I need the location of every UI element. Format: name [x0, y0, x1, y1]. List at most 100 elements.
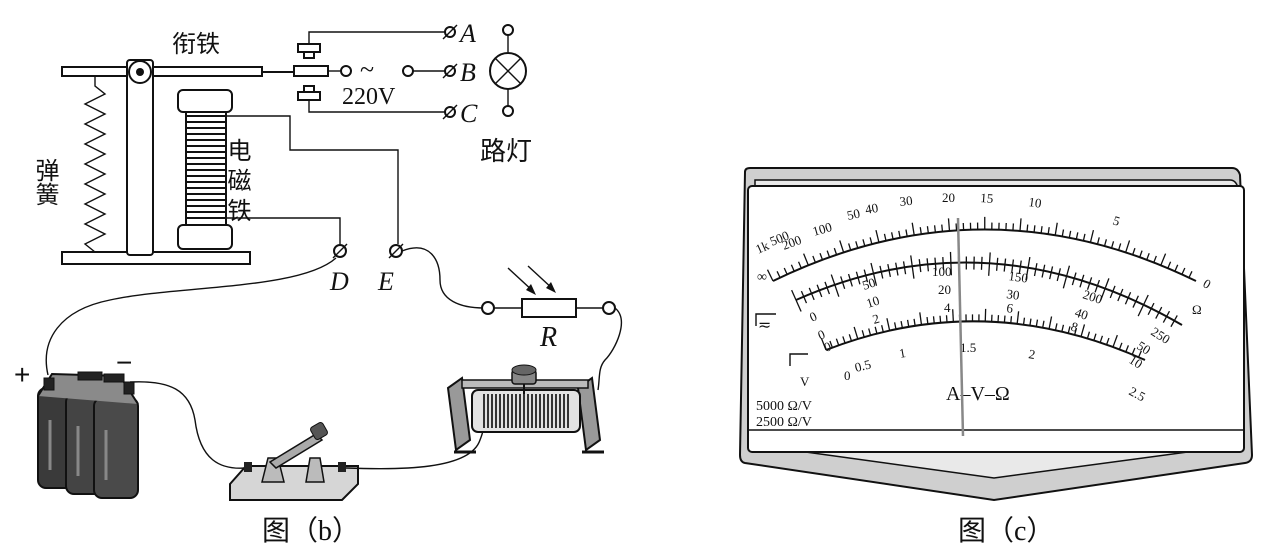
- svg-text:2: 2: [871, 311, 881, 327]
- scale-tick: [995, 263, 998, 271]
- scale-tick: [1100, 288, 1106, 301]
- svg-text:150: 150: [1008, 268, 1029, 286]
- scale-tick: [1160, 253, 1167, 266]
- svg-text:30: 30: [899, 193, 913, 209]
- scale-tick: [830, 274, 836, 285]
- scale-tick: [839, 240, 845, 253]
- meter-face: [747, 185, 1245, 453]
- street-lamp: [489, 24, 527, 117]
- scale-tick: [1027, 256, 1031, 268]
- scale-tick: [1112, 334, 1118, 348]
- scale-tick: [1025, 267, 1029, 281]
- scale-tick: [841, 281, 846, 290]
- scale-tick: [1103, 239, 1108, 247]
- scale-tick: [829, 340, 833, 348]
- scale-tick: [1089, 277, 1093, 284]
- scale-tick: [933, 225, 937, 233]
- scale-tick: [1042, 264, 1046, 271]
- scale-tick: [790, 264, 795, 272]
- scale-tick: [1093, 333, 1097, 341]
- scale-tick: [1080, 324, 1086, 337]
- scale-tick: [1033, 225, 1036, 233]
- scale-tick: [1112, 285, 1116, 292]
- scale-tick: [1147, 308, 1152, 316]
- scale-tick: [932, 316, 935, 324]
- scale-tick: [803, 296, 808, 304]
- scale-tick: [1061, 229, 1065, 237]
- scale-tick: [1162, 316, 1168, 323]
- switch-contacts: [293, 43, 329, 101]
- scale-tick: [1082, 233, 1086, 241]
- scale-tick: [900, 320, 904, 329]
- scale-tick: [869, 237, 873, 245]
- scale-tick: [1118, 342, 1123, 350]
- scale-tick: [1104, 278, 1110, 289]
- scale-tick: [1079, 280, 1083, 288]
- scale-tick: [800, 290, 805, 297]
- scale-tick: [1003, 264, 1006, 272]
- svg-text:4: 4: [944, 300, 951, 315]
- relay-circuit-diagram: 弹簧 衔铁 电磁铁 ~ 220V: [14, 19, 622, 547]
- scale-tick: [895, 262, 898, 269]
- scale-tick: [1138, 350, 1142, 358]
- scale-tick: [848, 334, 853, 342]
- scale-tick: [1096, 237, 1100, 245]
- scale-tick: [911, 266, 915, 279]
- svg-text:0: 0: [844, 368, 851, 383]
- scale-tick: [911, 222, 915, 236]
- scale-tick: [988, 263, 991, 276]
- scale-tick: [812, 255, 816, 263]
- scale-tick: [881, 325, 884, 333]
- scale-tick: [1132, 300, 1137, 308]
- scale-tick: [1058, 268, 1061, 275]
- scale-tick: [1167, 261, 1172, 269]
- ohm-unit: Ω: [1192, 302, 1202, 317]
- scale-tick: [783, 267, 788, 275]
- scale-tick: [1048, 316, 1053, 329]
- svg-text:D: D: [329, 267, 349, 296]
- scale-tick: [898, 230, 901, 238]
- svg-text:20: 20: [938, 282, 951, 297]
- scale-tick: [1010, 316, 1013, 324]
- scale-tick: [1061, 324, 1065, 332]
- scale-tick: [1127, 292, 1132, 299]
- scale-tick: [1003, 315, 1006, 323]
- scale-ticks: [766, 216, 1193, 358]
- scale-tick: [776, 271, 781, 278]
- photoresistor: [481, 265, 616, 318]
- scale-tick: [818, 290, 823, 298]
- scale-tick: [926, 317, 929, 325]
- scale-tick: [862, 239, 866, 247]
- scale-tick: [855, 241, 859, 249]
- scale-tick: [1033, 268, 1037, 277]
- scale-tick: [1011, 265, 1014, 273]
- scale-tick: [849, 279, 853, 287]
- scale-tick: [795, 299, 802, 312]
- svg-text:E: E: [377, 267, 394, 296]
- scale-tick: [1146, 252, 1150, 260]
- scale-tick: [1132, 247, 1136, 255]
- scale-tick: [886, 318, 891, 331]
- scale-tick: [887, 264, 890, 271]
- scale-tick: [918, 259, 921, 266]
- scale-tick: [1089, 229, 1095, 243]
- svg-text:200: 200: [780, 232, 803, 253]
- scale-tick: [996, 257, 999, 264]
- scale-tick: [861, 330, 865, 338]
- scale-tick: [883, 233, 887, 241]
- battery-pack: [37, 371, 139, 499]
- scale-tick: [1125, 240, 1131, 253]
- scale-tick: [1117, 243, 1122, 251]
- scale-tick: [913, 318, 916, 326]
- scale-tick: [1041, 270, 1045, 278]
- scale-tick: [1150, 302, 1155, 309]
- scale-tick: [1153, 255, 1157, 263]
- dc-symbol: ≂: [758, 317, 771, 334]
- relay-top-bar: [61, 66, 263, 77]
- terminal-c: C: [442, 99, 478, 128]
- scale-tick: [819, 252, 824, 260]
- svg-text:50: 50: [860, 275, 877, 293]
- electromagnet: [177, 89, 233, 250]
- center-label: A–V–Ω: [946, 383, 1010, 405]
- scale-tick: [1019, 260, 1022, 267]
